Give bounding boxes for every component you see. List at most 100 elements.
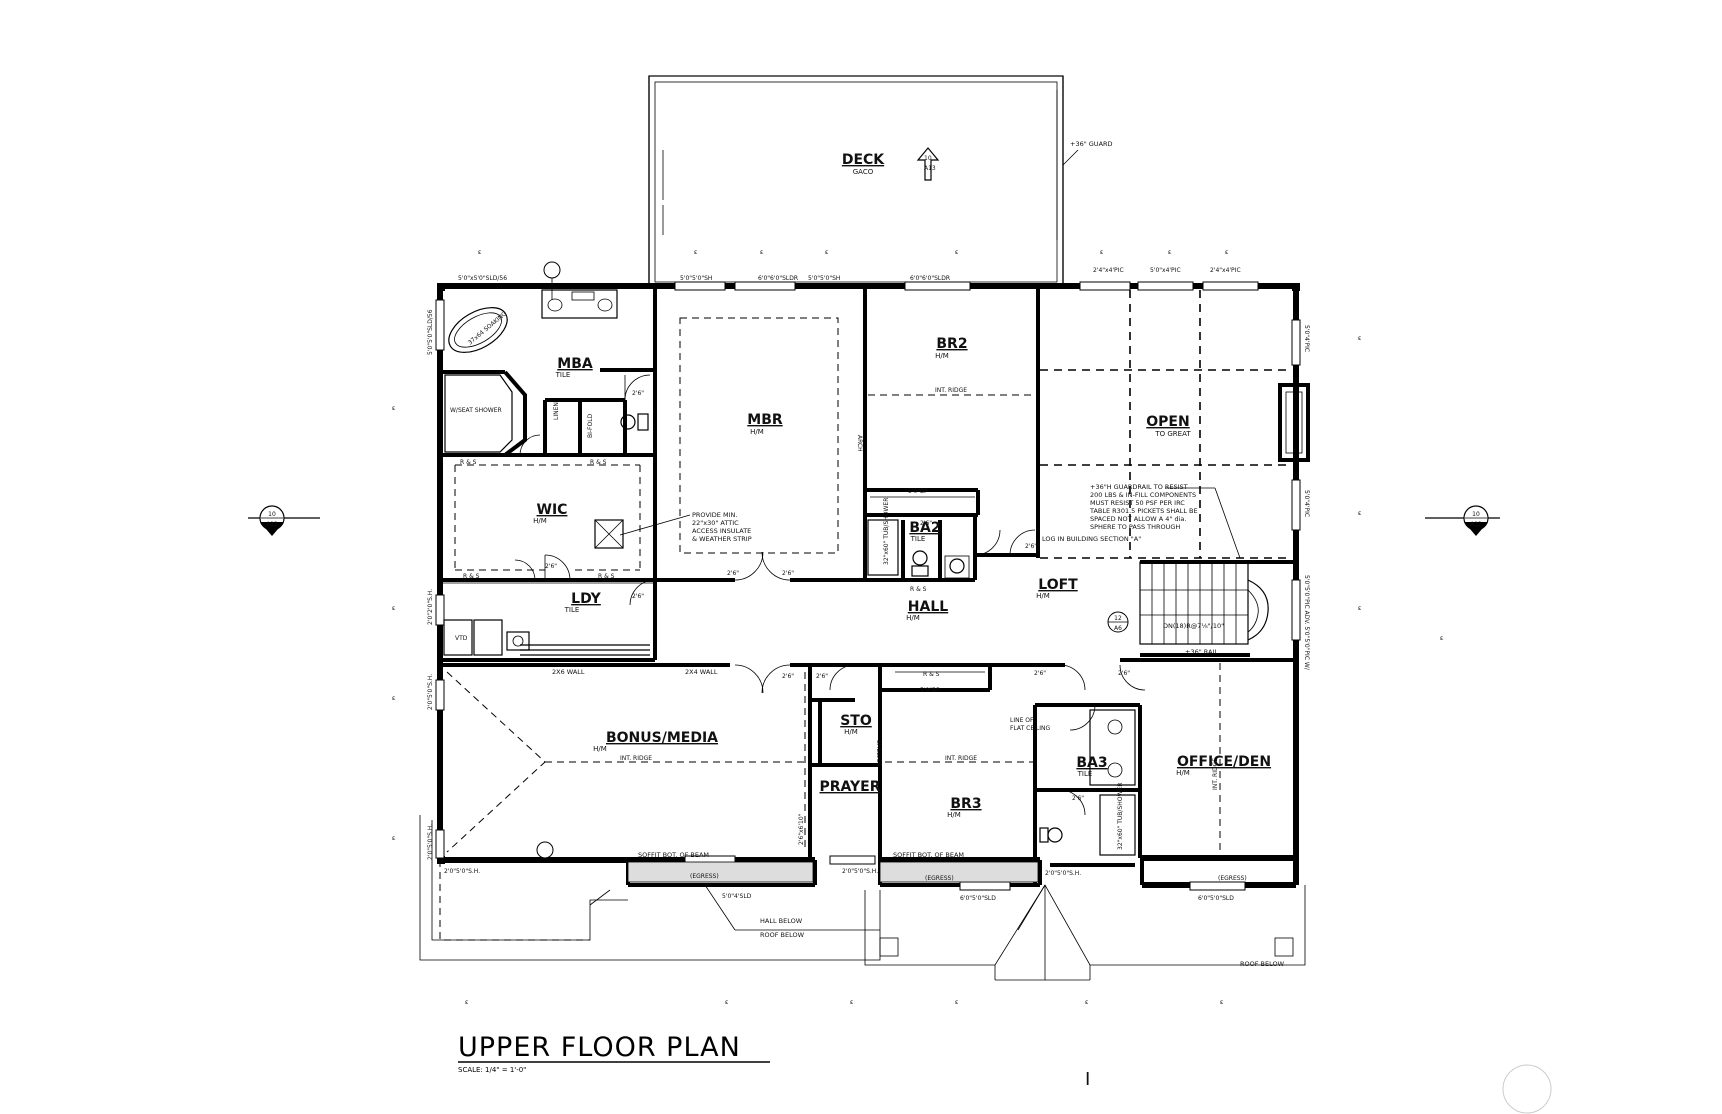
plan-scale: SCALE: 1/4" = 1'-0"	[458, 1066, 526, 1074]
egress-note-3: (EGRESS)	[1218, 875, 1247, 882]
door-labels: 2'6" 2'6" 2'6" 2'6" 2'6" 2'6" 2'6" 2'6" …	[545, 390, 1130, 802]
door-label-3: 2'6"	[727, 570, 739, 577]
br2-ridge-note: INT. RIDGE	[935, 387, 967, 394]
elev-bot: A13	[924, 165, 936, 172]
flat-ceiling-note-2: FLAT CEILING	[1010, 725, 1050, 732]
door-label-1: 2'6"	[632, 390, 644, 397]
svg-text:ε: ε	[955, 249, 958, 256]
mbr-finish: H/M	[750, 428, 764, 436]
door-label-7: 2'6"	[1025, 543, 1037, 550]
open-label: OPEN	[1146, 414, 1189, 430]
win-bot-1: 2'0"5'0"S.H.	[444, 868, 480, 875]
marker-labels: 10 A12 10 A12 10 A13 12 A6	[266, 155, 1482, 632]
attic-note-1: PROVIDE MIN.	[692, 511, 737, 519]
sto-label: STO	[840, 713, 872, 729]
shelves-note: SHELVES	[875, 740, 882, 767]
svg-text:ε: ε	[850, 999, 853, 1006]
watermark-circle	[1502, 1064, 1552, 1114]
svg-text:ε: ε	[1358, 510, 1361, 517]
elev-top: 10	[924, 155, 932, 162]
doors	[514, 374, 1146, 816]
section-marker-right	[1425, 505, 1500, 536]
wic-finish: H/M	[533, 517, 547, 525]
office-label: OFFICE/DEN	[1177, 754, 1271, 770]
br3-ridge-note: INT. RIDGE	[945, 755, 977, 762]
win-bot-4: 6'0"5'0"SLD	[960, 895, 996, 902]
door-label-10: 2'6"	[1034, 670, 1046, 677]
svg-text:ε: ε	[1220, 999, 1223, 1006]
sec-right-bot: A12	[1470, 521, 1482, 528]
hall-below-note: HALL BELOW	[760, 917, 803, 925]
mbr-ceiling-line	[679, 317, 839, 554]
door-label-4: 2'6"	[782, 570, 794, 577]
svg-text:ε: ε	[1358, 605, 1361, 612]
wic-label: WIC	[537, 502, 568, 518]
win-top-2: 5'0"5'0"SH	[680, 275, 712, 282]
win-right-1: 5'0"4'PIC	[1303, 325, 1310, 352]
mba-label: MBA	[557, 356, 593, 372]
svg-text:ε: ε	[1358, 335, 1361, 342]
svg-text:ε: ε	[694, 249, 697, 256]
win-left-3: 2'0"5'0"S.H.	[427, 674, 434, 710]
rs-note-1: R & S	[460, 459, 477, 466]
vtd-note: VTD	[455, 635, 468, 642]
section-marker-left	[248, 505, 320, 536]
stair-tag-bot: A6	[1114, 625, 1122, 632]
svg-text:ε: ε	[760, 249, 763, 256]
fixtures	[443, 289, 1136, 856]
svg-text:ε: ε	[1085, 999, 1088, 1006]
hall-label: HALL	[908, 599, 948, 615]
bp1-note: 5'0"BP	[908, 488, 928, 495]
door-label-5: 2'6"	[632, 593, 644, 600]
linen-note: LINEN	[553, 402, 560, 420]
wall-2x6-note: 2X6 WALL	[552, 668, 585, 676]
sec-right-top: 10	[1472, 511, 1480, 518]
attic-note-4: & WEATHER STRIP	[692, 535, 752, 543]
elevation-marker-top	[536, 261, 561, 859]
win-top-1: 5'0"x5'0"SLD/56	[458, 275, 507, 282]
door-label-11: 2'6"	[1118, 670, 1130, 677]
bp2-note: 5'0"BP	[920, 687, 940, 694]
soffit-note-2: SOFFIT BOT. OF BEAM	[893, 851, 964, 859]
notes: +36" GUARD PROVIDE MIN. 22"x30" ATTIC AC…	[450, 140, 1285, 968]
win-bot-6: 6'0"5'0"SLD	[1198, 895, 1234, 902]
rs-note-2: R & S	[590, 459, 607, 466]
stair-tag-top: 12	[1114, 615, 1122, 622]
bonus-label: BONUS/MEDIA	[606, 730, 718, 746]
win-left-2: 2'0"2'0"S.H.	[427, 589, 434, 625]
win-top-4: 5'0"5'0"SH	[808, 275, 840, 282]
page-marker: I	[1085, 1069, 1090, 1090]
win-top-3: 6'0"6'0"SLDR	[758, 275, 798, 282]
svg-text:ε: ε	[465, 999, 468, 1006]
roof-below-note-2: ROOF BELOW	[1240, 960, 1285, 968]
shower-note: W/SEAT SHOWER	[450, 407, 502, 414]
door-label-6: 2'6"	[920, 520, 932, 527]
room-labels: DECK GACO MBA TILE MBR H/M BR2 H/M OPEN …	[533, 152, 1271, 819]
win-right-3: 5'0"5'0"PIC ADV. 5'0"5'0"PIC W/	[1303, 575, 1310, 671]
bonus-ridge-note: INT. RIDGE	[620, 755, 652, 762]
sec-left-top: 10	[268, 511, 276, 518]
svg-text:ε: ε	[1100, 249, 1103, 256]
ba2-label: BA2	[909, 520, 940, 536]
rs-note-6: R & S	[923, 671, 940, 678]
br2-label: BR2	[936, 336, 967, 352]
door-label-9: 2'6"	[816, 673, 828, 680]
sec-left-bot: A12	[266, 521, 278, 528]
door-label-2: 2'6"	[545, 563, 557, 570]
guardrail-note-5: SPACED NOT ALLOW A 4" dia.	[1090, 515, 1186, 523]
tub-shower-note-2: 32"x60" TUB/SHOWER	[1117, 783, 1124, 850]
attic-note-2: 22"x30" ATTIC	[692, 519, 739, 527]
stair-dn-note: DN(18)R@7⅛"/10"	[1163, 622, 1224, 630]
egress-note-1: (EGRESS)	[690, 873, 719, 880]
sto-finish: H/M	[844, 728, 858, 736]
tub-shower-note-1: 32"x60" TUB/SHOWER	[883, 498, 890, 565]
win-bot-5: 2'0"5'0"S.H.	[1045, 870, 1081, 877]
bonus-finish: H/M	[593, 745, 607, 753]
egress-note-2: (EGRESS)	[925, 875, 954, 882]
deck-label: DECK	[842, 152, 885, 168]
svg-text:ε: ε	[1440, 635, 1443, 642]
door-label-8: 2'6"	[782, 673, 794, 680]
guardrail-note-4: TABLE R301.5 PICKETS SHALL BE	[1089, 507, 1198, 515]
win-open-3: 2'4"x4'PIC	[1210, 267, 1241, 274]
